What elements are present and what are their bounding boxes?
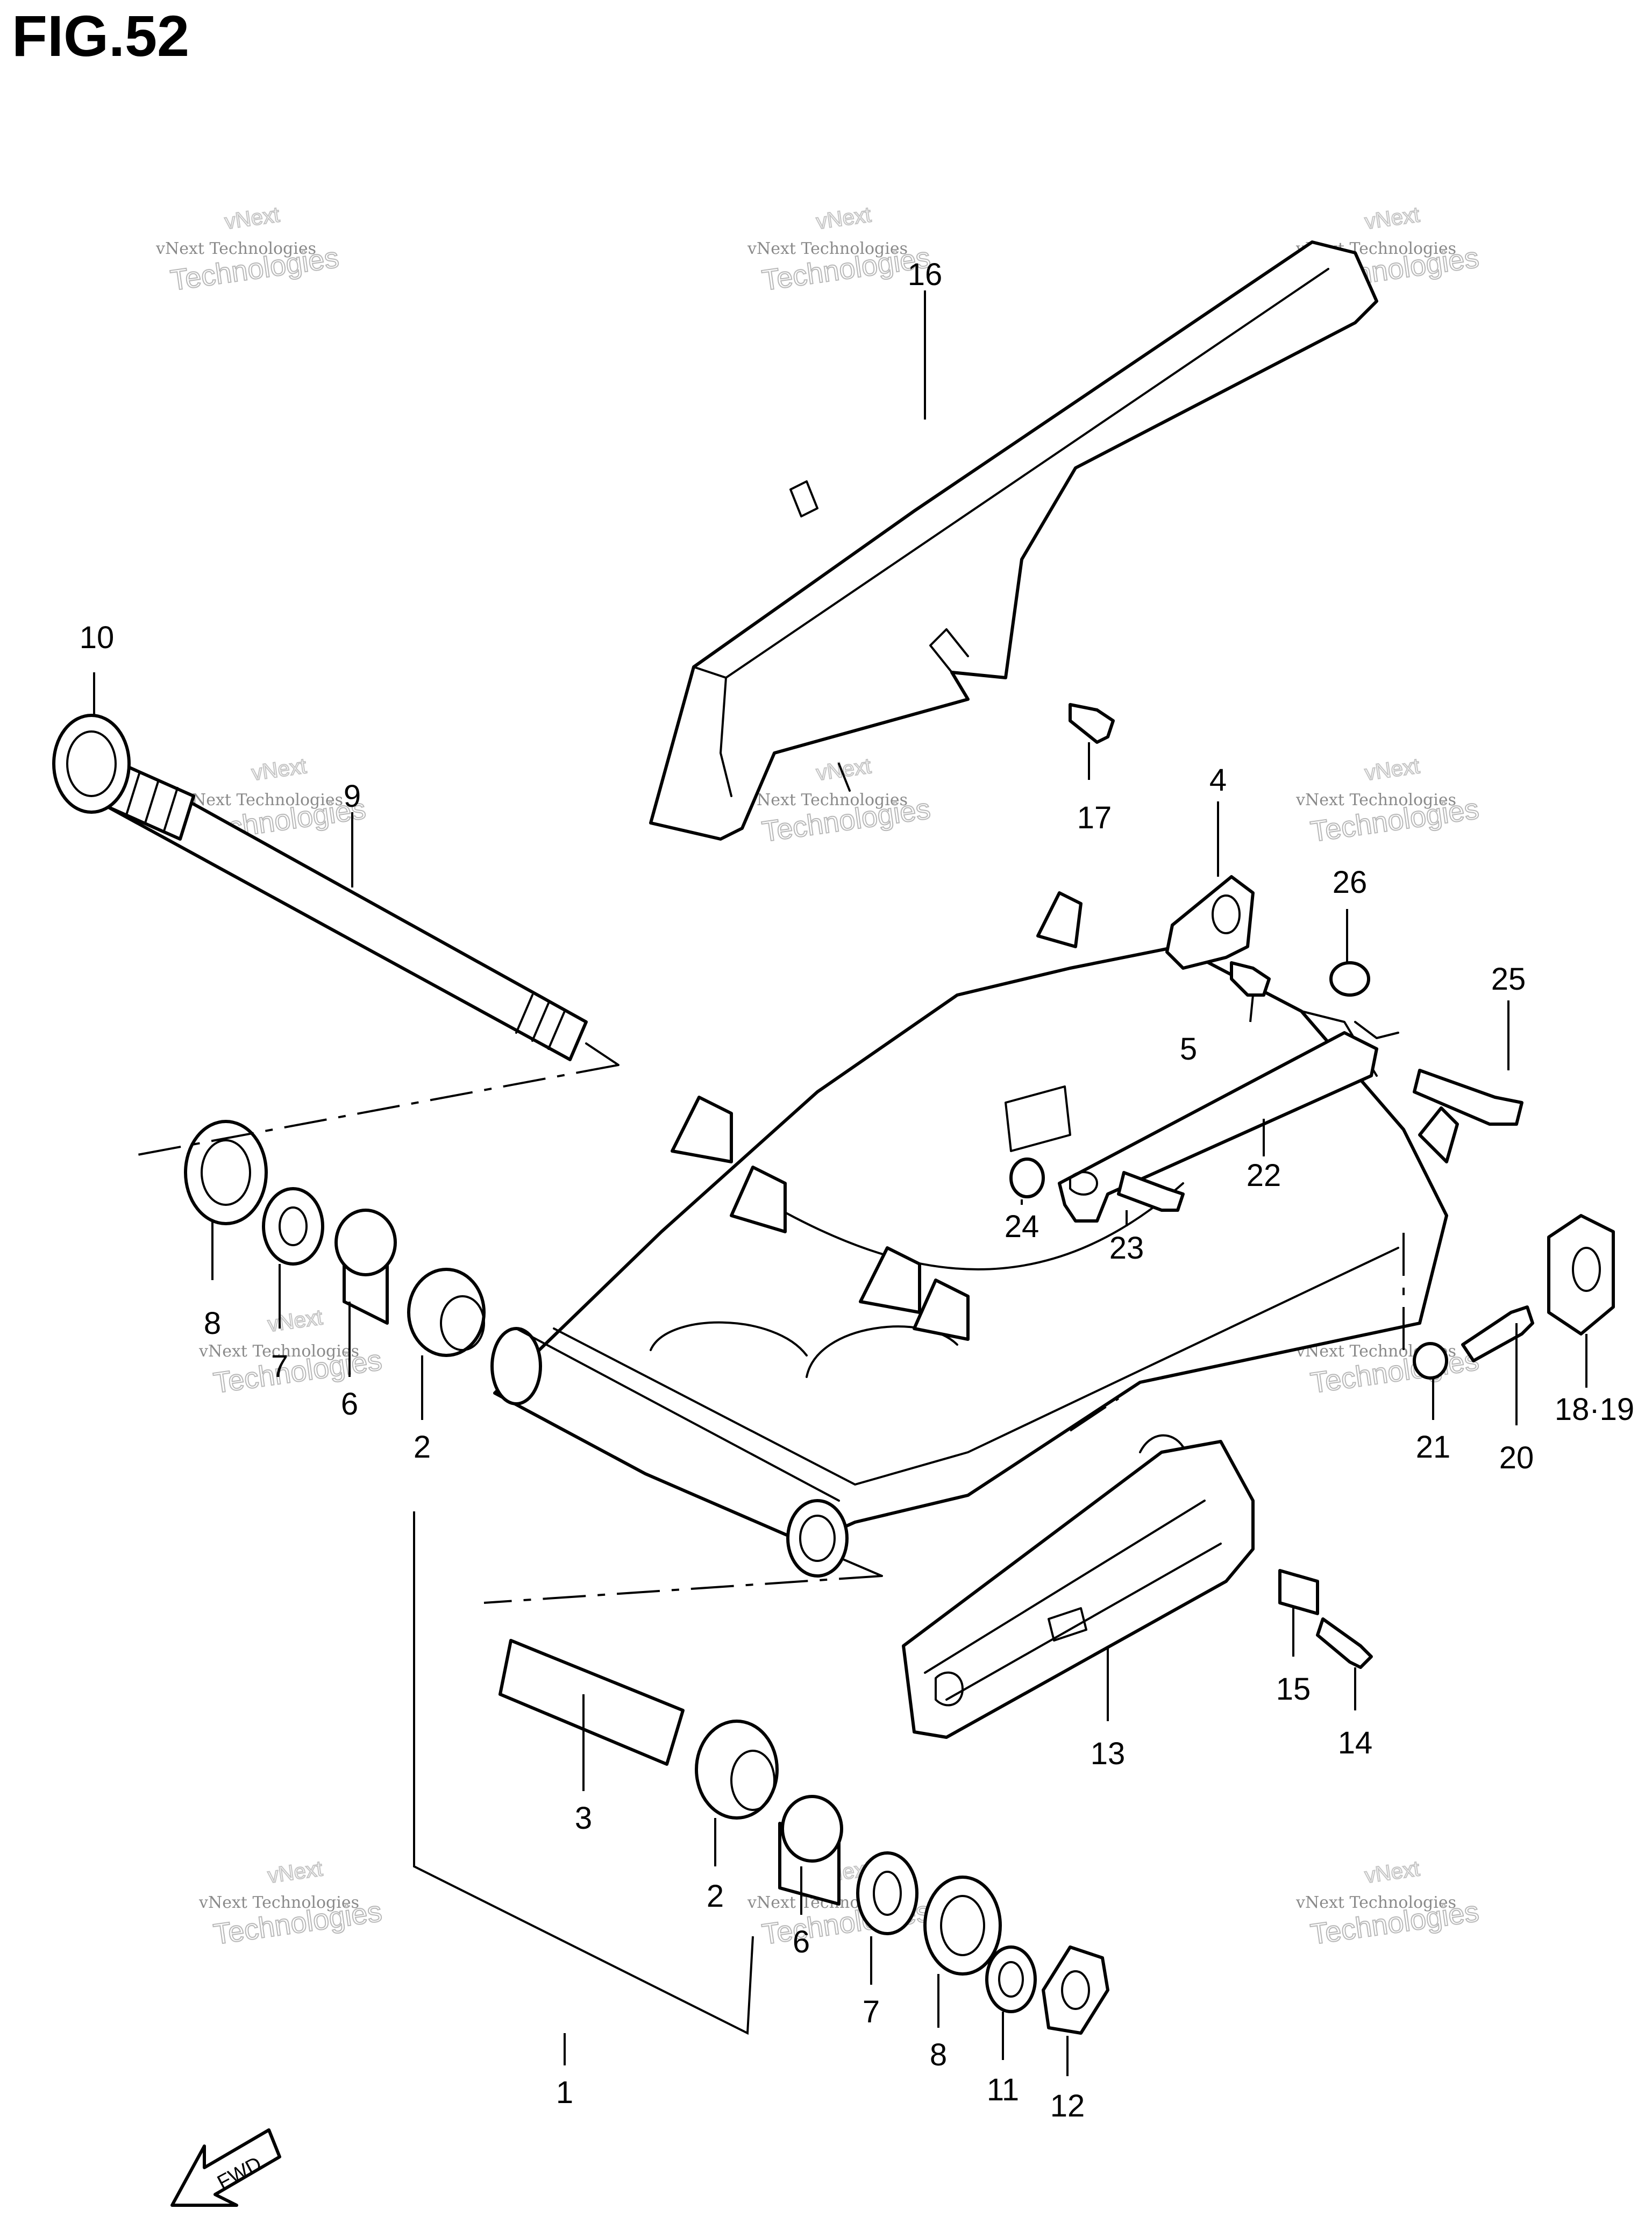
nut — [1413, 1342, 1448, 1380]
watermark: vNext Technologies vNext Technologies — [747, 202, 933, 297]
watermark: vNext Technologies vNext Technologies — [198, 1305, 384, 1400]
assembly-lines — [129, 1042, 1405, 1604]
bolt — [1316, 1617, 1373, 1669]
svg-text:vNext: vNext — [1363, 754, 1421, 785]
callout-label: 25 — [1491, 962, 1526, 997]
bolt — [1069, 703, 1115, 744]
fwd-arrow-icon: FWD — [170, 2128, 281, 2207]
svg-text:vNext Technologies: vNext Technologies — [155, 239, 316, 258]
callout-label: 16 — [908, 257, 943, 292]
figure-title: FIG.52 — [12, 3, 189, 68]
callouts: 1 2 2 3 4 5 6 6 7 7 8 8 9 10 11 12 13 14… — [80, 257, 1634, 2123]
svg-text:vNext Technologies: vNext Technologies — [198, 1342, 359, 1361]
bolt — [1413, 1069, 1523, 1126]
bushing-left-group — [184, 1120, 486, 1357]
bolt — [1230, 961, 1271, 997]
bolt — [1461, 1305, 1534, 1362]
svg-text:vNext Technologies: vNext Technologies — [747, 791, 908, 809]
callout-label: 5 — [1180, 1032, 1197, 1067]
callout-label: 9 — [344, 779, 361, 814]
svg-text:vNext: vNext — [1363, 203, 1421, 234]
svg-text:vNext Technologies: vNext Technologies — [1295, 791, 1456, 809]
watermark: vNext Technologies vNext Technologies — [1295, 1856, 1482, 1951]
pivot-nut — [52, 714, 131, 814]
torque-link-rod — [1058, 1021, 1399, 1223]
callout-label: 12 — [1050, 2089, 1085, 2123]
callout-label: 23 — [1109, 1231, 1144, 1266]
svg-text:vNext: vNext — [266, 1857, 324, 1888]
callout-label: 1 — [556, 2075, 573, 2110]
collar — [1278, 1569, 1319, 1615]
callout-label: 4 — [1209, 763, 1227, 798]
callout-label: 10 — [80, 620, 115, 655]
callout-label: 20 — [1499, 1440, 1534, 1475]
svg-text:vNext: vNext — [1363, 1857, 1421, 1888]
callout-label: 8 — [204, 1306, 221, 1341]
callout-label: 18·19 — [1555, 1392, 1634, 1427]
leader-lines — [93, 290, 1587, 2076]
svg-text:vNext: vNext — [815, 203, 872, 234]
svg-text:vNext Technologies: vNext Technologies — [182, 791, 343, 809]
watermark: vNext Technologies vNext Technologies — [1295, 754, 1482, 849]
callout-label: 13 — [1091, 1736, 1126, 1771]
callout-label: 15 — [1276, 1672, 1311, 1707]
callout-label: 17 — [1077, 800, 1112, 835]
bushing-right-group — [499, 1639, 1109, 2035]
svg-text:vNext Technologies: vNext Technologies — [747, 239, 908, 258]
callout-label: 8 — [930, 2037, 947, 2072]
chain-slider — [902, 1434, 1255, 1739]
callout-label: 7 — [271, 1349, 288, 1384]
callout-label: 11 — [987, 2072, 1019, 2107]
svg-text:vNext: vNext — [266, 1305, 324, 1337]
callout-label: 21 — [1416, 1430, 1451, 1465]
nut — [1329, 961, 1370, 997]
swingarm-body — [490, 891, 1459, 1578]
svg-text:vNext: vNext — [815, 754, 872, 785]
svg-text:vNext: vNext — [223, 203, 281, 234]
callout-label: 6 — [793, 1924, 810, 1959]
callout-label: 6 — [341, 1387, 358, 1422]
callout-label: 3 — [575, 1801, 592, 1836]
chain-guard — [649, 240, 1378, 841]
callout-label: 24 — [1005, 1209, 1039, 1244]
chain-adjuster-block — [1547, 1214, 1615, 1336]
bolt — [1117, 1171, 1185, 1212]
callout-label: 26 — [1333, 865, 1368, 900]
watermark: vNext Technologies vNext Technologies — [155, 202, 341, 297]
svg-text:vNext Technologies: vNext Technologies — [198, 1893, 359, 1912]
svg-text:vNext Technologies: vNext Technologies — [1295, 1893, 1456, 1912]
watermark: vNext Technologies vNext Technologies — [198, 1856, 384, 1951]
callout-label: 2 — [707, 1879, 724, 1914]
callout-label: 2 — [414, 1430, 431, 1465]
nut — [1009, 1157, 1045, 1198]
svg-text:vNext: vNext — [250, 754, 308, 785]
chain-guard-bracket — [1165, 875, 1255, 970]
callout-label: 7 — [863, 1994, 880, 2029]
callout-label: 22 — [1247, 1158, 1281, 1193]
callout-label: 14 — [1338, 1725, 1373, 1760]
